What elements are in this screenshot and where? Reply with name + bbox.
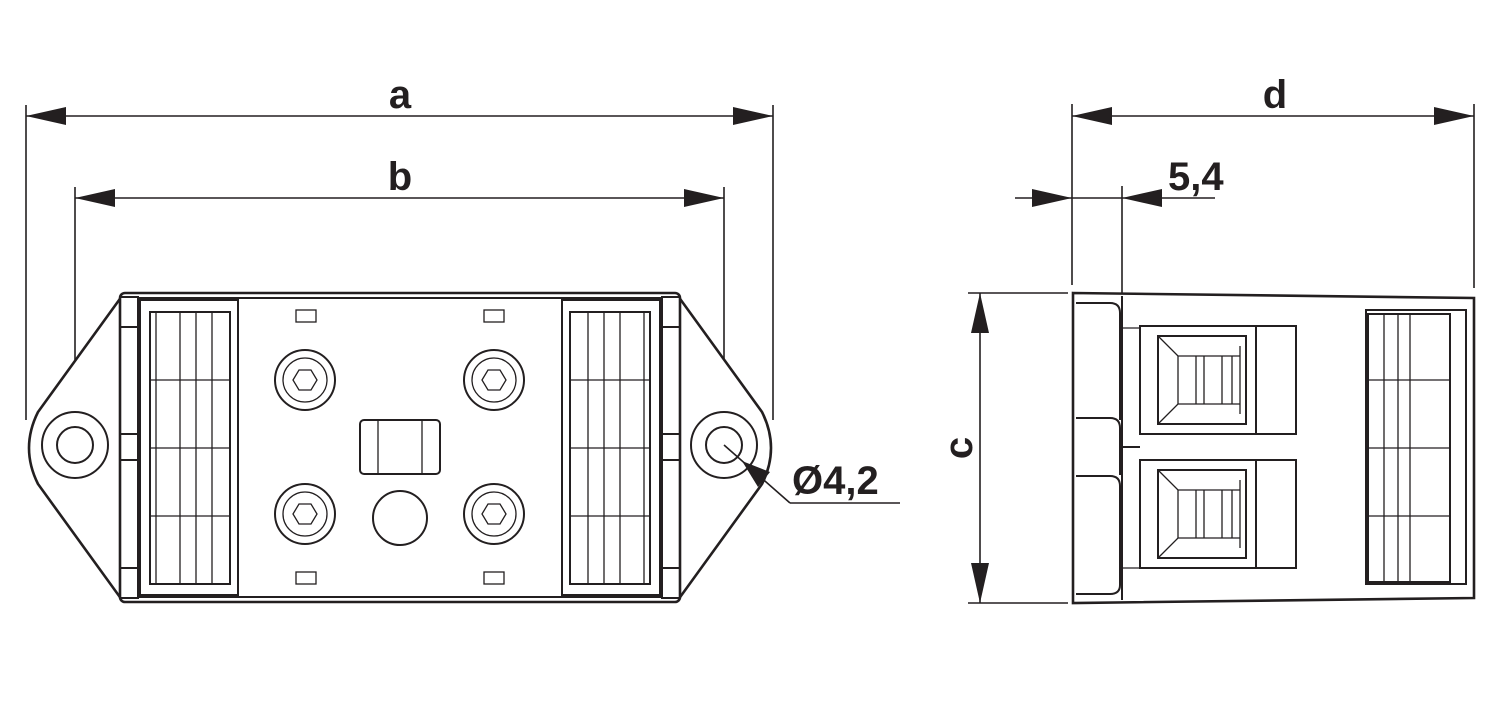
dimension-label-c: c [937, 437, 981, 459]
front-view: a b [25, 73, 900, 604]
dimension-label-d: d [1263, 73, 1287, 117]
hex-screw-top-right [463, 349, 525, 411]
side-view: d 5,4 c [937, 73, 1476, 605]
right-terminal-block [561, 299, 661, 596]
side-clamp-lower [1139, 459, 1297, 569]
mounting-hole-left [41, 411, 109, 479]
hole-diameter-label: Ø4,2 [792, 459, 879, 503]
center-window [359, 419, 441, 475]
marker-top-right [483, 309, 505, 323]
diameter-leader: Ø4,2 [723, 444, 900, 504]
dimension-c: c [937, 293, 989, 603]
mounting-hole-right [690, 411, 758, 479]
marker-bottom-left [295, 571, 317, 585]
side-clamp-upper [1139, 325, 1297, 435]
side-housing [1071, 291, 1476, 605]
dimension-label-offset: 5,4 [1168, 155, 1224, 199]
hex-screw-bottom-left [274, 483, 336, 545]
marker-top-left [295, 309, 317, 323]
dimension-label-a: a [389, 73, 412, 117]
right-side-rail [661, 296, 681, 599]
left-terminal-block [139, 299, 239, 596]
hex-screw-top-left [274, 349, 336, 411]
marker-bottom-right [483, 571, 505, 585]
left-side-rail [119, 296, 139, 599]
hex-screw-bottom-right [463, 483, 525, 545]
dimension-offset: 5,4 [1015, 155, 1224, 207]
dimension-label-b: b [388, 155, 412, 199]
center-round-plug [372, 490, 428, 546]
dimension-a: a [26, 73, 773, 125]
side-terminal-block [1365, 309, 1467, 585]
dimension-b: b [75, 155, 724, 207]
dimension-d: d [1072, 73, 1474, 125]
